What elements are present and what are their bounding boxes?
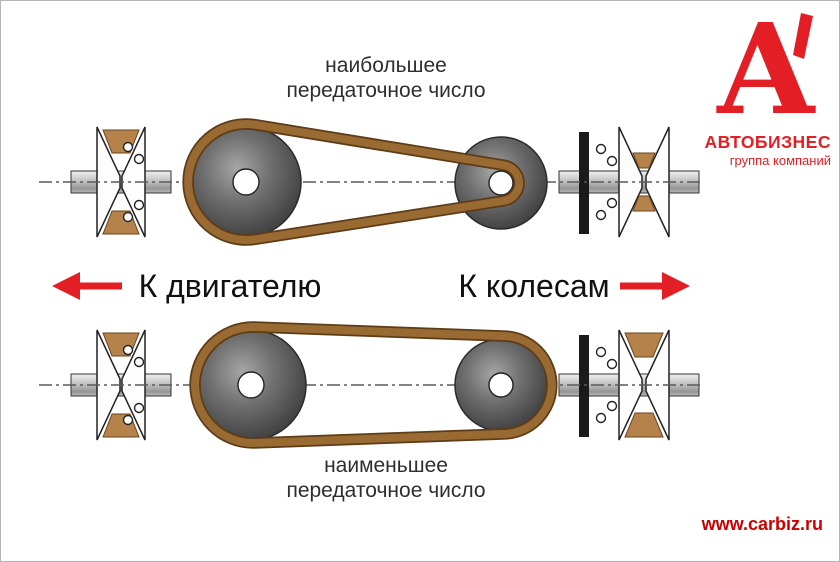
belt-cross-section-upper (624, 332, 664, 358)
top-right-variator-pulley-side-view (558, 126, 700, 238)
belt-cross-section-lower (632, 195, 656, 212)
company-name: АВТОБИЗНЕС (704, 132, 831, 152)
centrifugal-roller (133, 356, 145, 368)
top-left-variator-pulley-side-view (70, 126, 172, 238)
centrifugal-roller (606, 197, 618, 209)
centrifugal-roller (133, 153, 145, 165)
centrifugal-roller (122, 344, 134, 356)
bottom-ratio-caption-line1: наименьшее (324, 454, 448, 477)
bottom-right-variator-pulley-side-view (558, 329, 700, 441)
centrifugal-roller (133, 402, 145, 414)
arrow-head-right-icon (662, 272, 690, 300)
sheave-plate (579, 335, 589, 437)
belt-body (184, 120, 524, 244)
sheave-cone-left (96, 126, 121, 238)
centrifugal-roller (595, 346, 607, 358)
top-drive-belt (182, 118, 525, 246)
centrifugal-roller (122, 211, 134, 223)
sheave-cone-left (96, 329, 121, 441)
centrifugal-roller (122, 414, 134, 426)
top-left-shaft-hole (232, 168, 260, 196)
sheave-cone-left (618, 329, 643, 441)
company-subtitle: группа компаний (730, 153, 831, 168)
belt-body (191, 323, 556, 447)
arrow-head-left-icon (52, 272, 80, 300)
centrifugal-roller (606, 400, 618, 412)
sheave-cone-left (618, 126, 643, 238)
centrifugal-roller (606, 358, 618, 370)
centrifugal-roller (595, 412, 607, 424)
centrifugal-roller (606, 155, 618, 167)
sheave-plate (579, 132, 589, 234)
belt-cross-section-upper (632, 152, 656, 169)
top-ratio-caption-line2: передаточное число (286, 79, 485, 102)
engine-label: К двигателю (139, 268, 322, 304)
centrifugal-roller (122, 141, 134, 153)
centrifugal-roller (595, 143, 607, 155)
bottom-right-shaft-hole (488, 372, 514, 398)
top-ratio-caption-line1: наибольшее (325, 54, 447, 77)
bottom-drive-belt (189, 321, 558, 449)
top-right-shaft-hole (488, 170, 514, 196)
centrifugal-roller (595, 209, 607, 221)
bottom-ratio-caption-line2: передаточное число (286, 479, 485, 502)
centrifugal-roller (133, 199, 145, 211)
wheels-direction-arrow (620, 272, 690, 300)
wheels-label: К колесам (458, 268, 609, 304)
logo-accent-mark-icon (793, 13, 813, 59)
belt-cross-section-lower (624, 412, 664, 438)
engine-direction-arrow (52, 272, 122, 300)
avtobiznes-logo: А АВТОБИЗНЕС группа компаний (704, 1, 831, 168)
bottom-left-shaft-hole (237, 371, 265, 399)
website-watermark: www.carbiz.ru (701, 514, 823, 534)
